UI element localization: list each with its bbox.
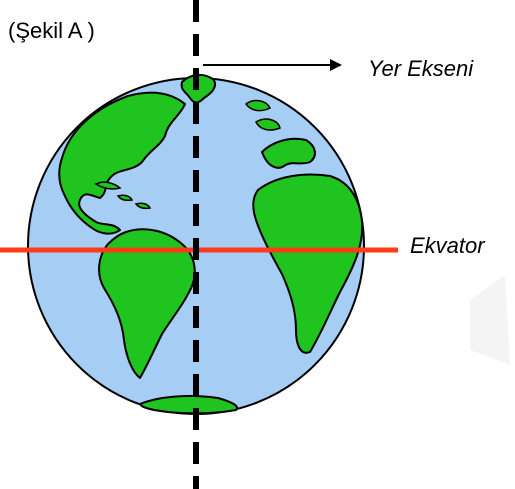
equator-label: Ekvator bbox=[410, 233, 485, 258]
arctic-islands bbox=[244, 99, 281, 131]
background-shadow bbox=[470, 275, 510, 365]
continent-south-america bbox=[98, 228, 196, 379]
earth-axis-label: Yer Ekseni bbox=[368, 56, 474, 81]
continent-europe bbox=[261, 137, 316, 169]
continent-north-america bbox=[58, 91, 186, 235]
caribbean-islands bbox=[94, 181, 152, 210]
continent-africa bbox=[252, 173, 364, 354]
figure-label: (Şekil A ) bbox=[8, 18, 95, 43]
axis-label-arrowhead bbox=[330, 59, 342, 71]
continent-antarctica bbox=[139, 395, 238, 415]
